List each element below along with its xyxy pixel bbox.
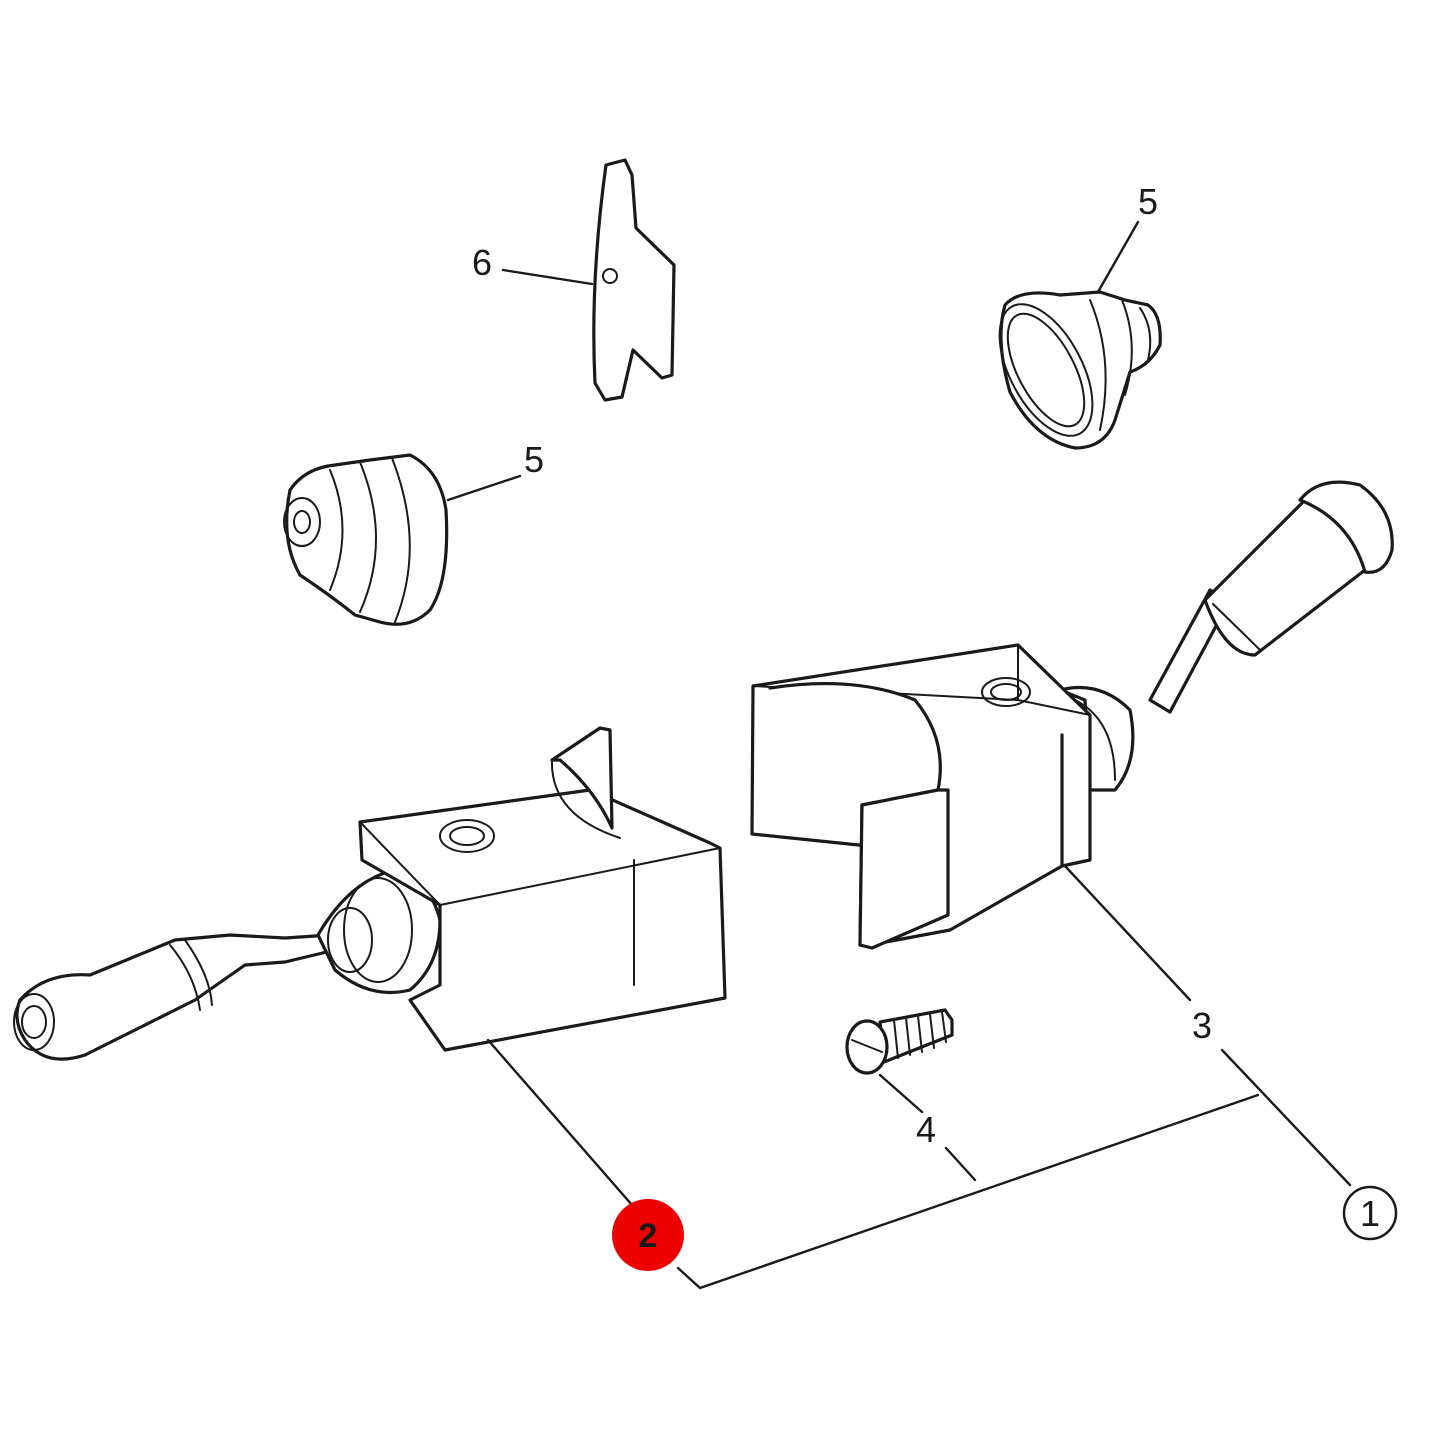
switch-half-part-3 — [750, 480, 1394, 950]
callout-1-circle: 1 — [1342, 1185, 1398, 1241]
leader-lines — [446, 220, 1352, 1290]
callout-2-highlight-circle — [612, 1199, 684, 1271]
rubber-boot-part-5-left — [283, 453, 449, 626]
screw-part-4 — [845, 1008, 954, 1075]
callouts: 6 5 5 3 4 1 2 — [472, 181, 1398, 1271]
callout-5-left: 5 — [524, 439, 544, 480]
callout-6: 6 — [472, 242, 492, 283]
callout-3: 3 — [1192, 1005, 1212, 1046]
retaining-plate-part-6 — [592, 158, 676, 402]
leader-5-top — [1096, 220, 1140, 294]
leader-2 — [486, 1038, 634, 1207]
callout-4: 4 — [916, 1109, 936, 1150]
leader-assembly — [676, 1093, 1260, 1290]
leader-4-lower — [944, 1146, 977, 1182]
callout-1: 1 — [1360, 1193, 1380, 1234]
rubber-boot-part-5-top — [998, 290, 1162, 450]
callout-2: 2 — [639, 1217, 658, 1255]
callout-2-highlighted: 2 — [612, 1199, 684, 1271]
leader-3-lower — [1220, 1048, 1352, 1187]
leader-4-upper — [878, 1073, 924, 1114]
callout-5-top: 5 — [1138, 181, 1158, 222]
leader-3-upper — [1063, 864, 1192, 1002]
leader-6 — [501, 268, 594, 286]
leader-5-left — [446, 474, 522, 502]
switch-half-part-2 — [13, 726, 727, 1061]
